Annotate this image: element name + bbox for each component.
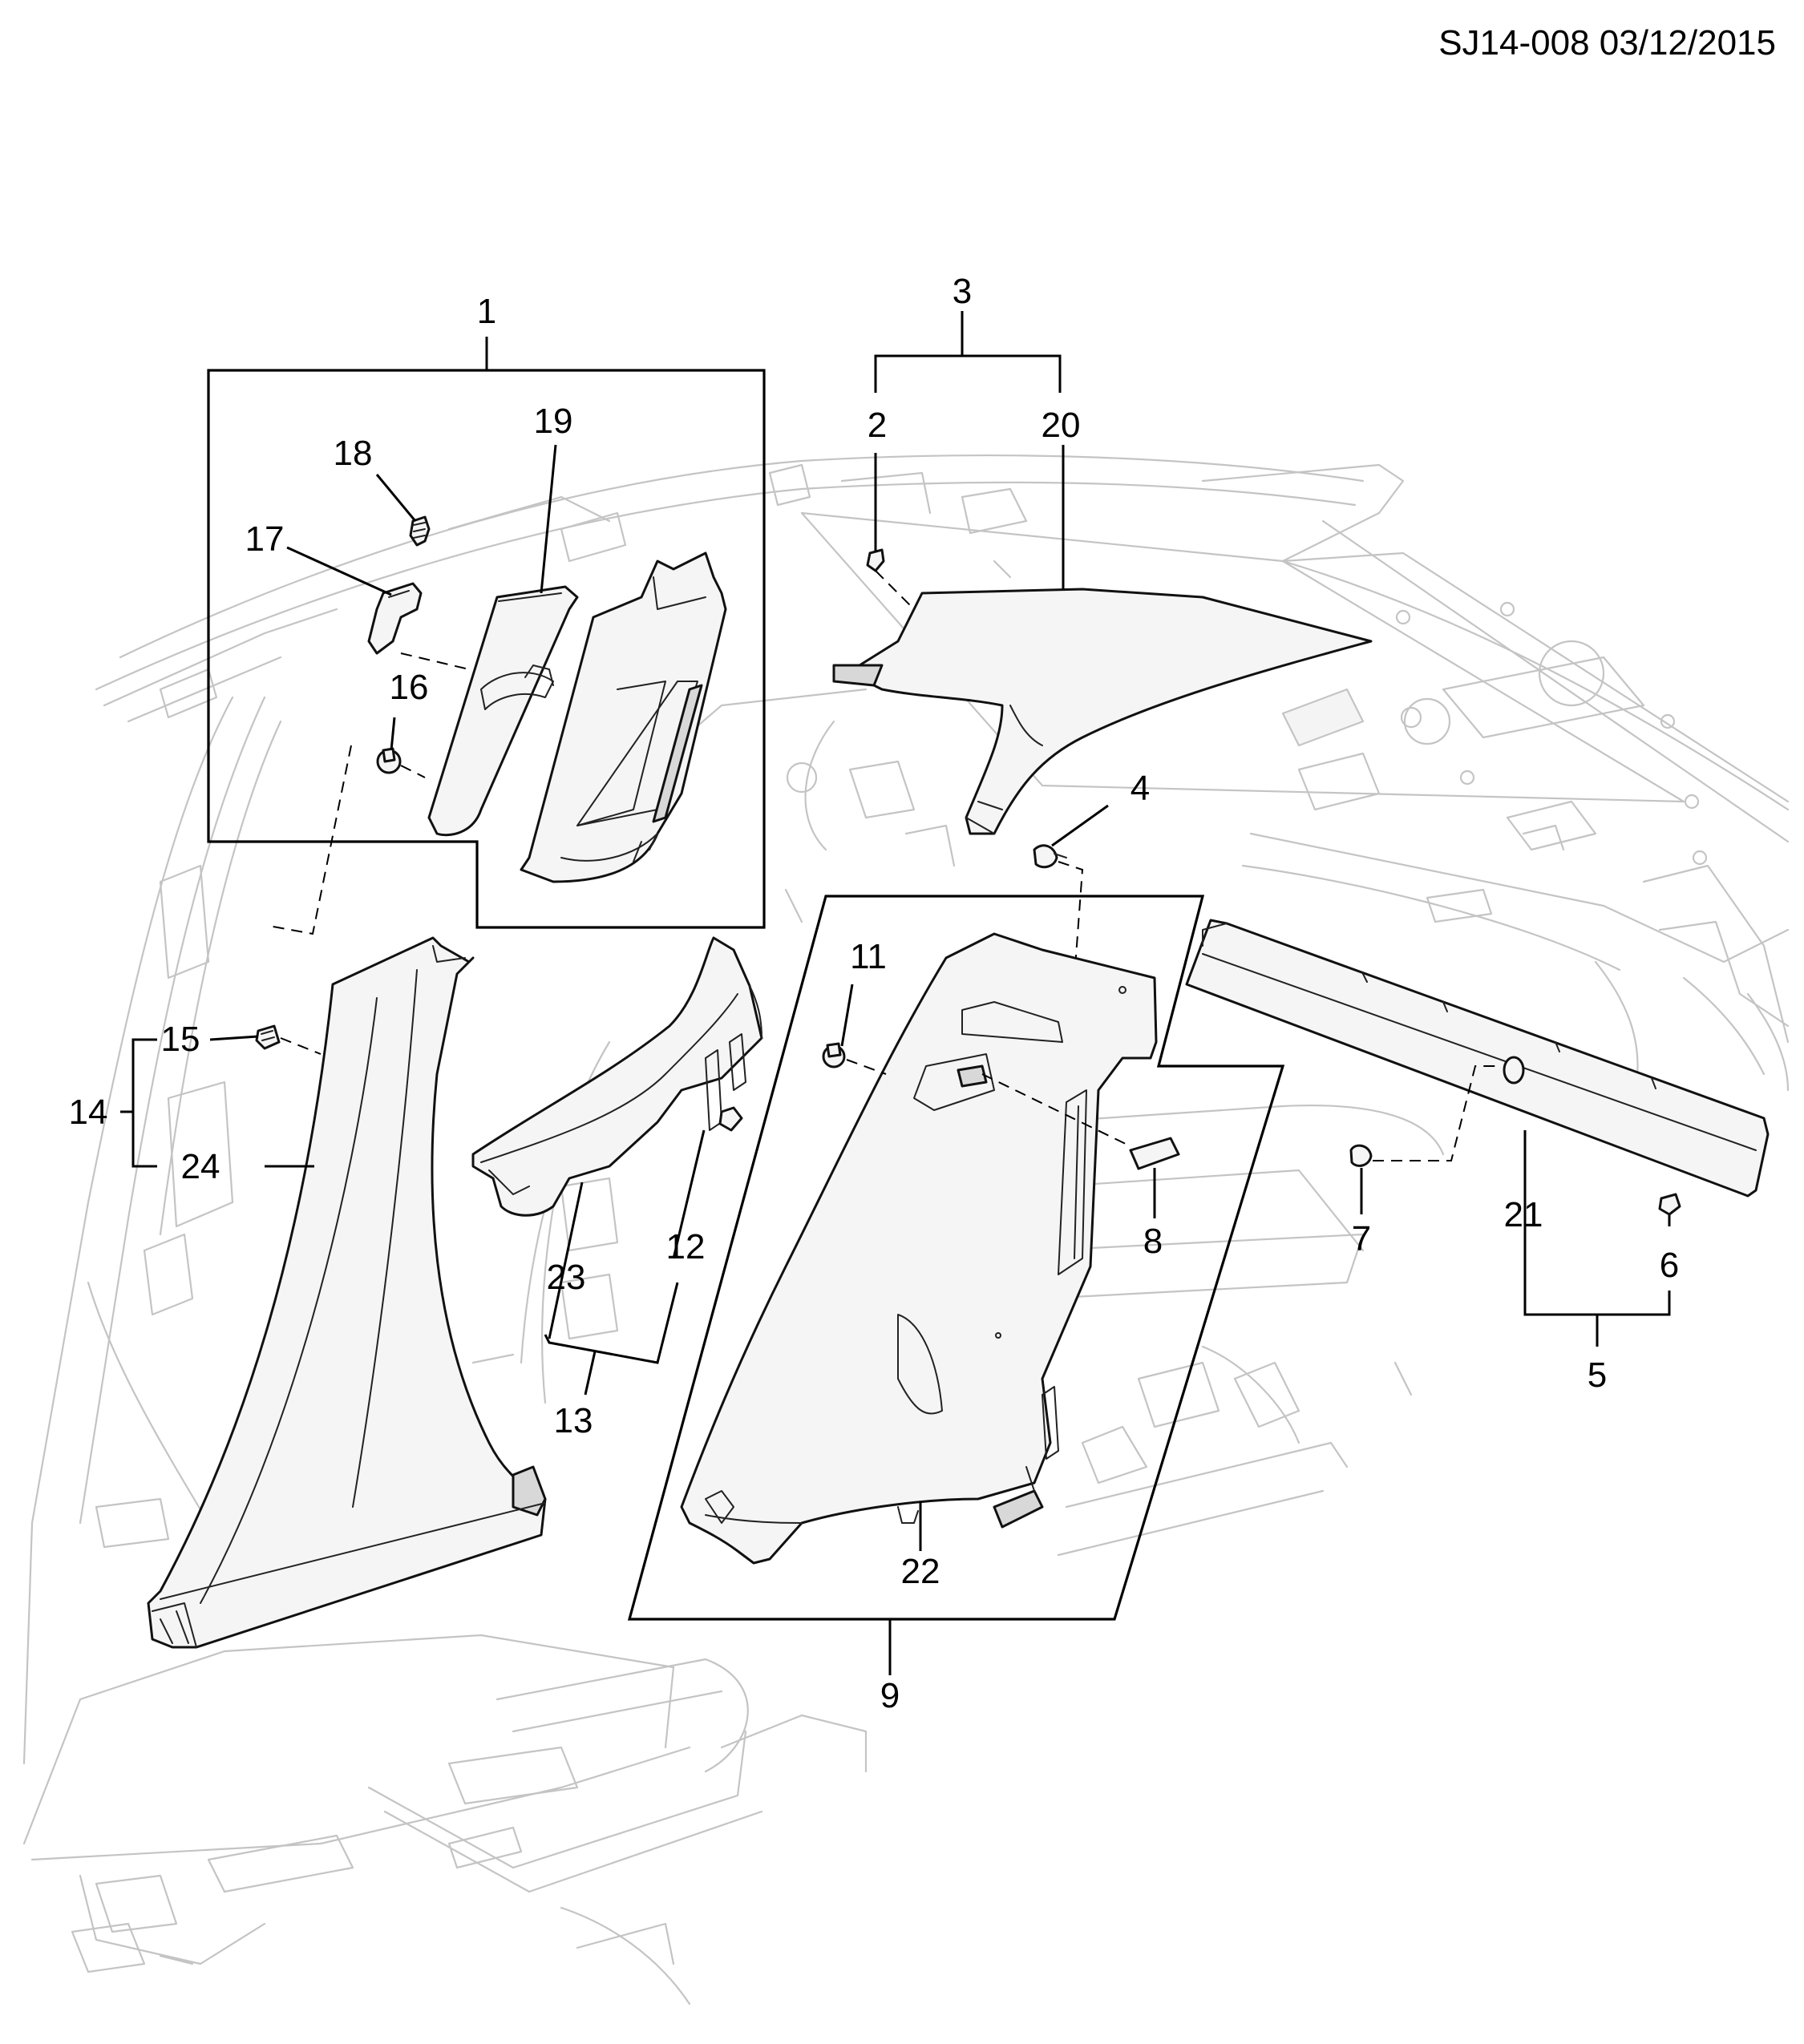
callout-6: 6 (1660, 1246, 1679, 1285)
rear-quarter-upper-trim-20 (832, 588, 1373, 835)
callout-7: 7 (1352, 1219, 1371, 1258)
callout-1: 1 (477, 292, 496, 331)
callout-16: 16 (390, 668, 429, 707)
bracket-13 (544, 1282, 679, 1364)
fastener-11 (822, 1042, 846, 1068)
bracket-3 (874, 354, 1062, 393)
group-1-frame (207, 369, 766, 929)
center-pillar-trim-23 (471, 936, 763, 1217)
callout-12: 12 (666, 1227, 706, 1266)
callout-23: 23 (547, 1258, 586, 1297)
bracket-14 (131, 1038, 157, 1168)
group-9-frame (627, 895, 1285, 1621)
callout-14: 14 (69, 1093, 108, 1132)
b-pillar-upper-trim (520, 551, 727, 883)
drawing-reference: SJ14-008 03/12/2015 (1438, 23, 1776, 63)
clip-15 (255, 1024, 281, 1050)
upper-pillar-trim-panel (427, 585, 579, 837)
callout-3: 3 (953, 272, 972, 311)
callout-8: 8 (1143, 1222, 1163, 1261)
callout-18: 18 (334, 434, 373, 473)
pad-8 (1129, 1137, 1180, 1170)
callout-13: 13 (554, 1401, 593, 1440)
callout-24: 24 (181, 1147, 220, 1186)
clip-17 (367, 582, 423, 655)
b-pillar-lower-trim-24 (147, 936, 547, 1649)
callout-11: 11 (850, 937, 887, 976)
callout-19: 19 (534, 402, 573, 441)
callout-4: 4 (1131, 769, 1150, 808)
callout-22: 22 (901, 1552, 940, 1591)
callout-2: 2 (868, 406, 887, 445)
rear-quarter-lower-trim-22 (680, 932, 1158, 1565)
callout-15: 15 (161, 1020, 200, 1059)
clip-12 (718, 1106, 743, 1132)
clip-2 (866, 548, 885, 572)
callout-21: 21 (1504, 1195, 1543, 1234)
bracket-5 (1523, 1283, 1671, 1316)
spring-clip-18 (409, 515, 431, 547)
clip-6 (1658, 1193, 1681, 1216)
fastener-16 (376, 747, 402, 774)
trim-strip-21 (1185, 919, 1770, 1198)
push-pin-4 (1033, 844, 1067, 869)
callout-17: 17 (245, 519, 285, 559)
callout-5: 5 (1588, 1355, 1607, 1395)
callout-20: 20 (1042, 406, 1081, 445)
push-pin-7 (1349, 1144, 1373, 1167)
callout-9: 9 (880, 1676, 900, 1715)
